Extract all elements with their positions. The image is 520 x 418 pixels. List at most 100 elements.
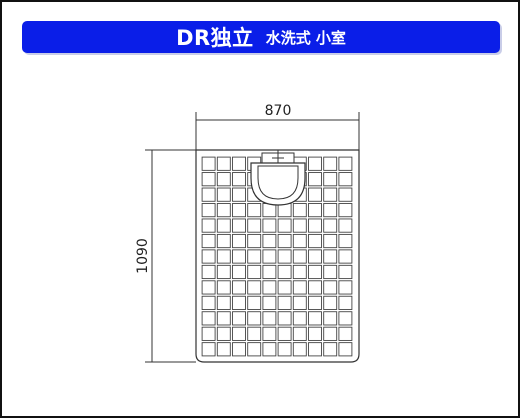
floor-tile: [308, 187, 322, 202]
floor-tile: [323, 295, 338, 310]
floor-tile: [201, 156, 216, 171]
floor-tile: [338, 326, 353, 341]
floor-tile: [338, 280, 353, 295]
floor-tile: [292, 233, 307, 249]
floor-tile: [216, 172, 231, 187]
floor-tile: [232, 156, 246, 171]
floor-tile: [338, 295, 353, 310]
floor-tile: [308, 233, 322, 249]
floor-tile: [201, 311, 216, 326]
floor-tile: [247, 326, 262, 341]
floor-tile: [262, 218, 277, 233]
floor-tile: [232, 326, 246, 341]
floor-tile: [323, 326, 338, 341]
urinal-fixture-icon: [250, 150, 306, 206]
floor-tile: [232, 249, 246, 264]
floor-tile: [216, 187, 231, 202]
depth-label: 1090: [135, 238, 151, 274]
floor-tile: [201, 203, 216, 218]
floor-tile: [323, 280, 338, 295]
floor-tile: [308, 264, 322, 280]
floor-tile: [323, 203, 338, 218]
floor-tile: [216, 326, 231, 341]
floor-tile: [247, 280, 262, 295]
floor-tile: [262, 249, 277, 264]
floor-tile: [201, 233, 216, 249]
width-dimension: [195, 112, 360, 150]
floor-tile: [216, 203, 231, 218]
floor-tile-grid: [201, 156, 353, 357]
title-bar: DR独立 水洗式 小室: [22, 21, 500, 53]
width-label: 870: [265, 103, 292, 119]
floor-tile: [292, 264, 307, 280]
floor-tile: [262, 342, 277, 357]
floor-tile: [262, 295, 277, 310]
floor-tile: [308, 218, 322, 233]
floor-tile: [247, 264, 262, 280]
floor-tile: [232, 187, 246, 202]
floor-tile: [308, 280, 322, 295]
floor-tile: [323, 218, 338, 233]
floor-tile: [277, 233, 292, 249]
floor-tile: [308, 326, 322, 341]
diagram-title: DR独立: [176, 26, 254, 50]
floor-tile: [292, 218, 307, 233]
floor-tile: [292, 311, 307, 326]
floor-tile: [323, 172, 338, 187]
floor-tile: [338, 233, 353, 249]
floor-tile: [262, 326, 277, 341]
floor-tile: [308, 203, 322, 218]
floor-tile: [232, 218, 246, 233]
floor-tile: [216, 342, 231, 357]
floor-tile: [216, 280, 231, 295]
floor-tile: [262, 233, 277, 249]
floor-tile: [201, 280, 216, 295]
floor-tile: [308, 295, 322, 310]
floor-tile: [308, 172, 322, 187]
floor-tile: [338, 203, 353, 218]
floor-tile: [232, 295, 246, 310]
floor-tile: [262, 311, 277, 326]
floor-tile: [216, 295, 231, 310]
floor-tile: [308, 249, 322, 264]
diagram-subtitle: 水洗式 小室: [265, 28, 346, 47]
floor-tile: [201, 342, 216, 357]
floor-tile: [338, 249, 353, 264]
floor-tile: [232, 203, 246, 218]
floor-tile: [232, 233, 246, 249]
floor-tile: [323, 233, 338, 249]
floor-tile: [247, 249, 262, 264]
floor-tile: [323, 187, 338, 202]
floor-tile: [277, 311, 292, 326]
floor-tile: [232, 172, 246, 187]
floor-tile: [277, 295, 292, 310]
floor-tile: [277, 326, 292, 341]
floor-tile: [323, 342, 338, 357]
floor-tile: [247, 218, 262, 233]
floor-tile: [338, 311, 353, 326]
floor-tile: [338, 187, 353, 202]
floor-tile: [338, 342, 353, 357]
floor-tile: [216, 311, 231, 326]
floor-tile: [277, 218, 292, 233]
floor-tile: [201, 326, 216, 341]
floor-tile: [292, 295, 307, 310]
floor-tile: [216, 156, 231, 171]
depth-dimension: [145, 149, 196, 363]
floor-tile: [277, 264, 292, 280]
floor-tile: [201, 295, 216, 310]
floor-tile: [338, 172, 353, 187]
floor-tile: [277, 249, 292, 264]
floor-tile: [277, 280, 292, 295]
floor-tile: [262, 264, 277, 280]
floor-tile: [216, 249, 231, 264]
room-outline: [195, 149, 360, 363]
floor-tile: [323, 249, 338, 264]
floor-tile: [323, 156, 338, 171]
floor-tile: [201, 218, 216, 233]
floor-tile: [201, 172, 216, 187]
floor-tile: [201, 264, 216, 280]
floor-tile: [262, 280, 277, 295]
floor-tile: [232, 311, 246, 326]
